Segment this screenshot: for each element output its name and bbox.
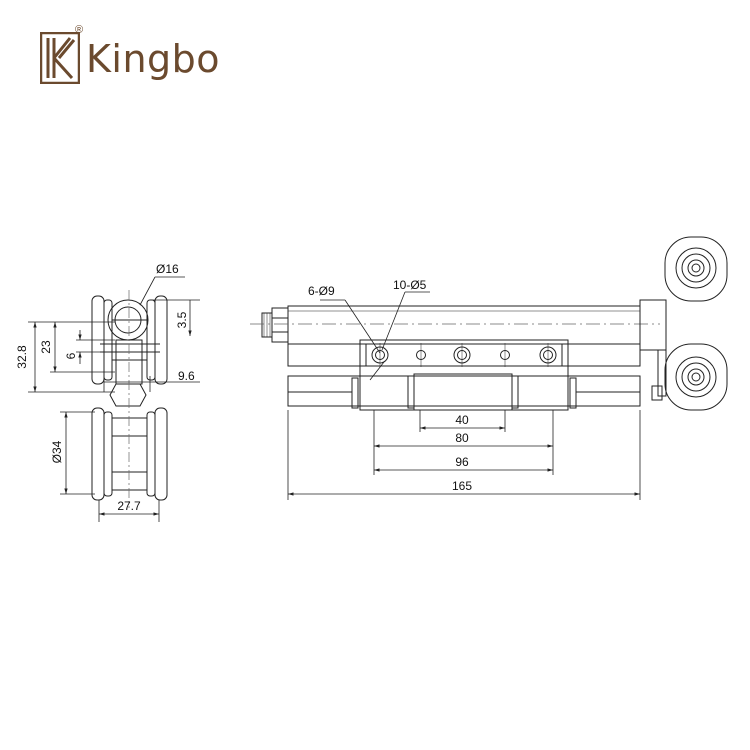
dim-wheel-diameter: Ø34 <box>50 440 64 463</box>
front-dimensions <box>287 291 641 500</box>
side-view <box>91 290 168 508</box>
side-dimensions <box>28 276 200 522</box>
front-view <box>250 236 728 411</box>
registered-mark: ® <box>75 24 84 36</box>
label-holes-small: 10-Ø5 <box>393 278 427 292</box>
dim-40: 40 <box>455 413 469 427</box>
dim-23: 23 <box>39 340 53 354</box>
kingbo-logo-icon <box>40 32 80 84</box>
dim-9-6: 9.6 <box>178 369 195 383</box>
dim-96: 96 <box>455 455 469 469</box>
dim-3-5: 3.5 <box>175 311 189 328</box>
dim-6: 6 <box>64 352 78 359</box>
dim-27-7: 27.7 <box>117 499 141 513</box>
dim-32-8: 32.8 <box>15 345 29 369</box>
label-holes-large: 6-Ø9 <box>308 284 335 298</box>
dim-80: 80 <box>455 431 469 445</box>
brand-logo: ® Kingbo <box>40 24 240 92</box>
brand-name: Kingbo <box>86 37 221 81</box>
dim-pin-diameter: Ø16 <box>156 262 179 276</box>
dim-165: 165 <box>452 479 472 493</box>
